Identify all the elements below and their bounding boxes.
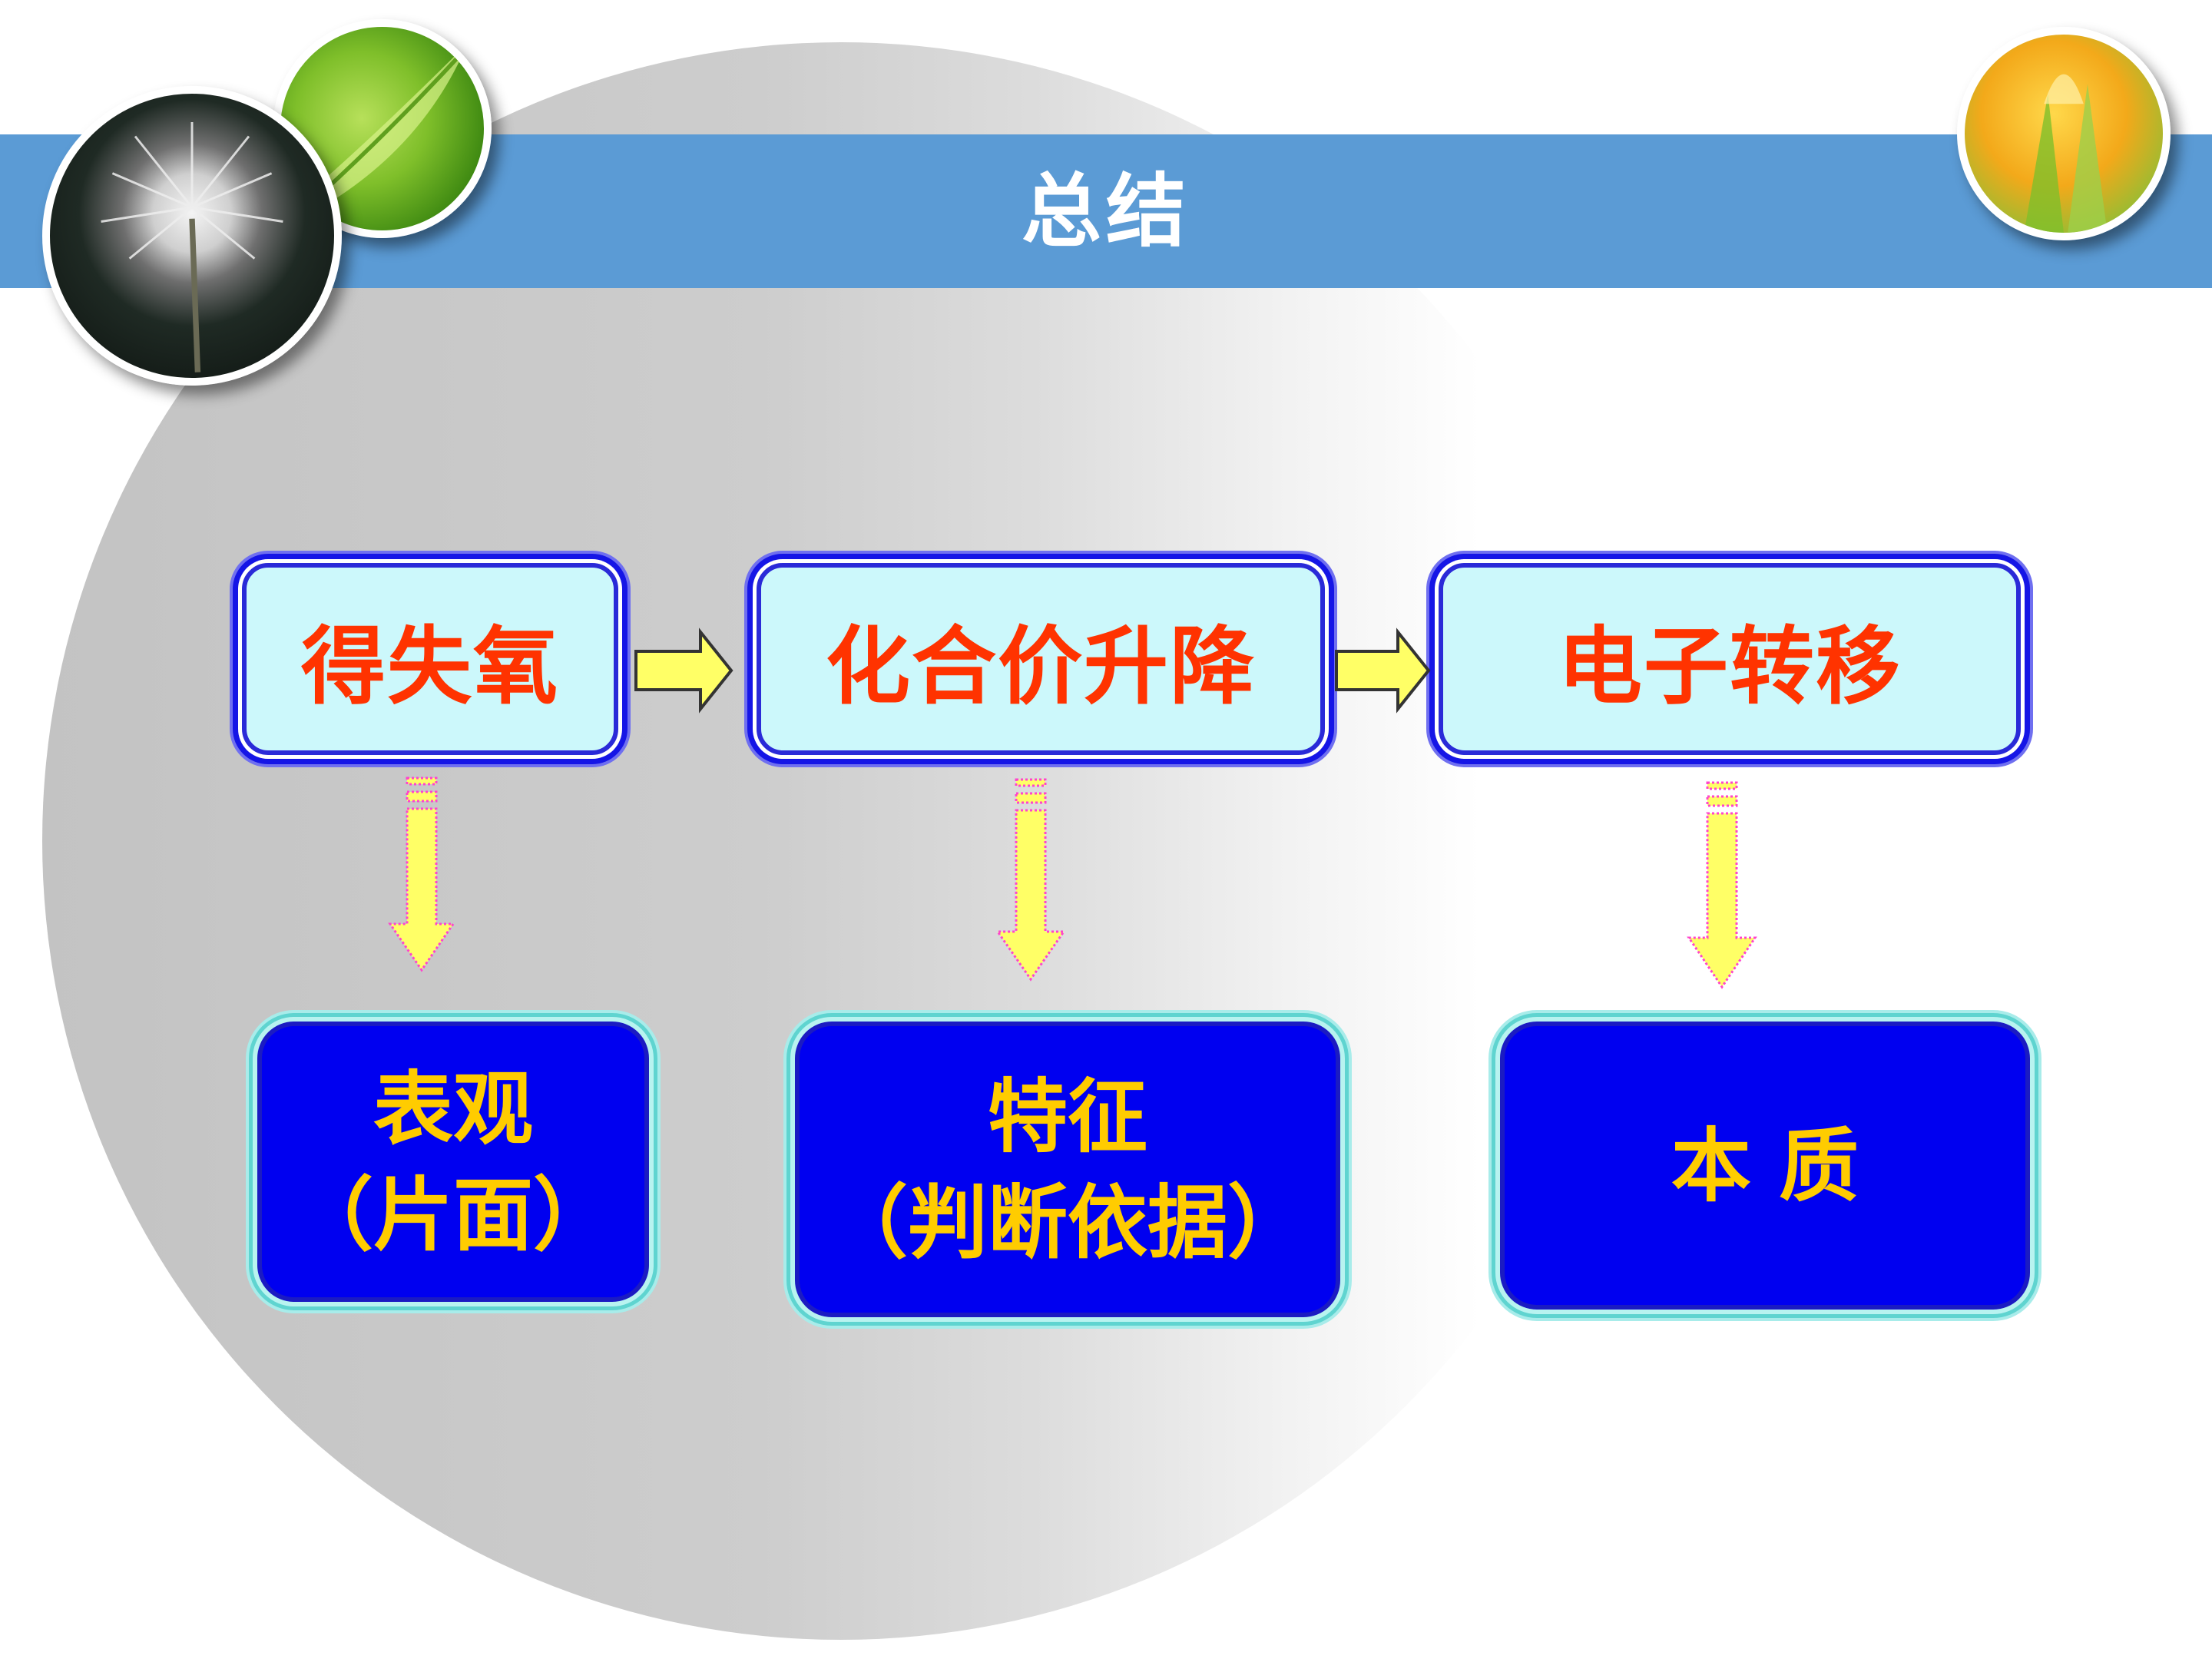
arrow-down-2 — [995, 809, 1066, 982]
box-valence-change-label: 化合价升降 — [826, 618, 1256, 716]
box-appearance-line2: （片面） — [293, 1167, 613, 1262]
box-characteristic-line2: （判断依据） — [827, 1175, 1307, 1270]
arrow-down-1 — [388, 807, 455, 972]
box-appearance-line1: 表观 — [373, 1061, 533, 1156]
arrow-down-2-cap-b — [1015, 792, 1047, 804]
slide-title: 总结 — [1021, 164, 1190, 258]
arrow-down-1-cap-b — [406, 790, 438, 803]
arrow-down-3-cap-a — [1706, 781, 1738, 790]
box-characteristic: 特征 （判断依据） — [795, 1022, 1340, 1317]
box-valence-change: 化合价升降 — [757, 563, 1325, 755]
box-electron-transfer-label: 电子转移 — [1558, 618, 1902, 716]
arrow-down-3 — [1687, 812, 1757, 989]
box-electron-transfer: 电子转移 — [1439, 563, 2021, 755]
box-appearance: 表观 （片面） — [257, 1022, 649, 1302]
box-gain-loss-oxygen-label: 得失氧 — [301, 618, 559, 716]
arrow-right-1 — [634, 628, 733, 714]
box-characteristic-line1: 特征 — [987, 1069, 1147, 1164]
box-essence-line1: 本 质 — [1671, 1118, 1859, 1213]
arrow-right-2 — [1335, 628, 1431, 714]
box-gain-loss-oxygen: 得失氧 — [242, 563, 618, 755]
box-essence: 本 质 — [1500, 1022, 2030, 1310]
dandelion-photo-icon — [42, 86, 342, 386]
arrow-down-1-cap-a — [406, 777, 438, 786]
flower-photo-icon — [1957, 27, 2171, 240]
arrow-down-3-cap-b — [1706, 795, 1738, 807]
arrow-down-2-cap-a — [1015, 778, 1047, 787]
